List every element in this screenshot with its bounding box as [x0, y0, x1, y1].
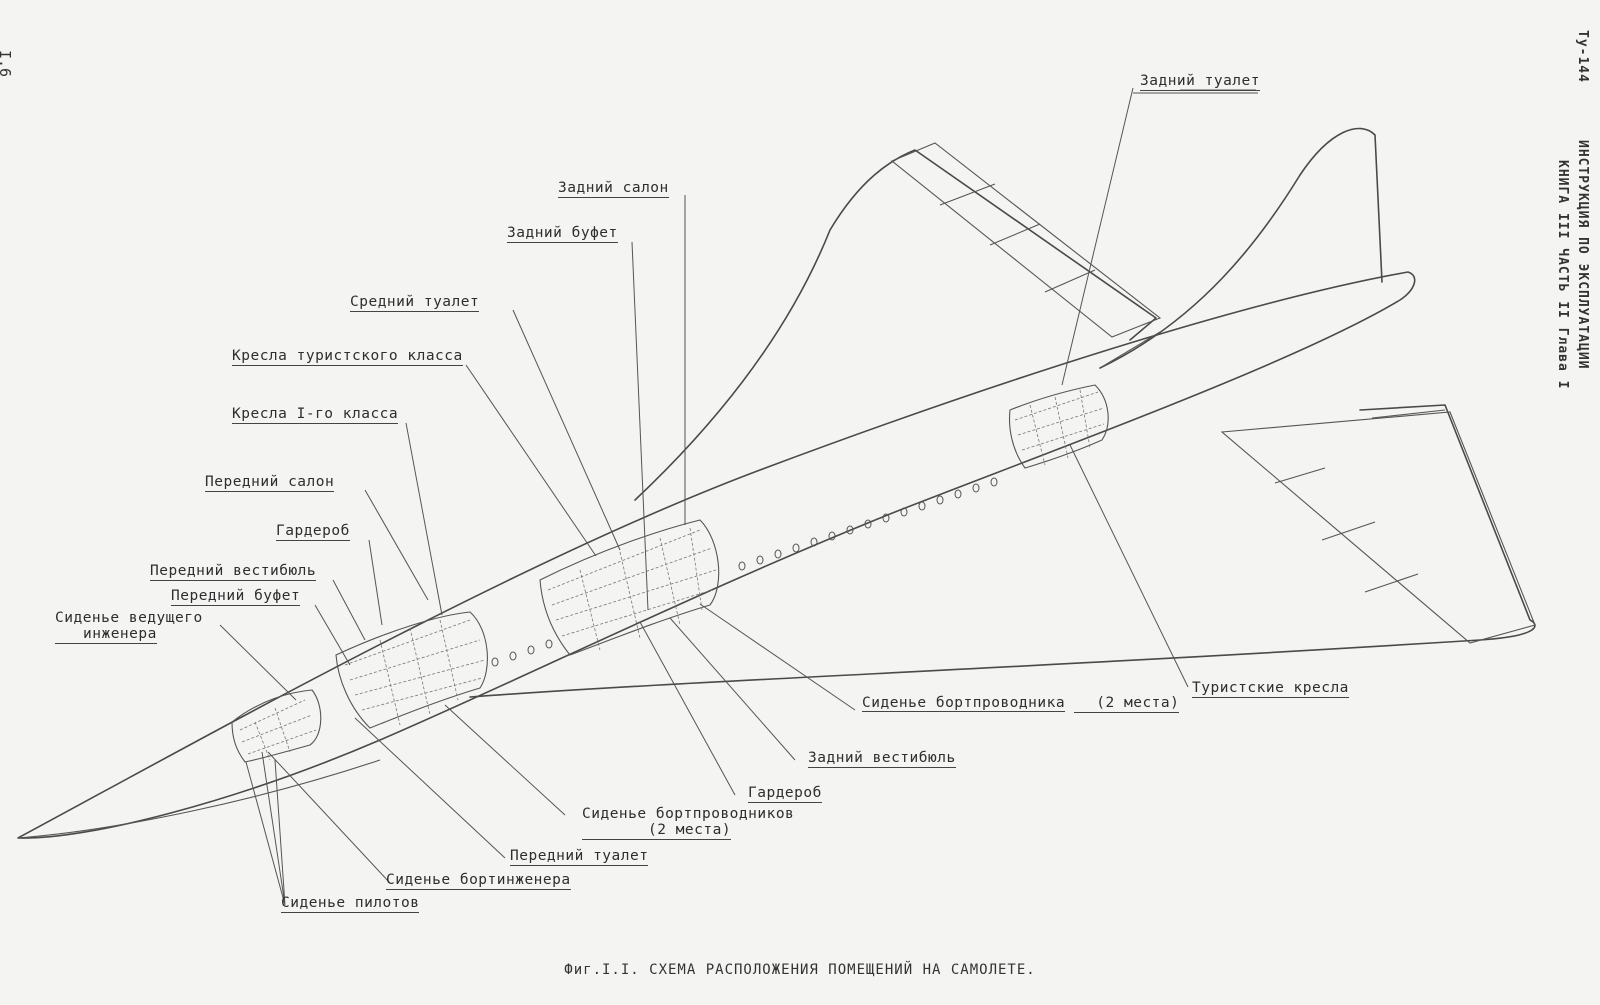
label-middle-toilet: Средний туалет — [350, 294, 480, 312]
label-attendant-seat-rear: Сиденье бортпроводника (2 места) — [862, 695, 1180, 713]
label-tourist-seats: Туристские кресла — [1192, 680, 1349, 698]
tail-fin — [1099, 127, 1383, 369]
page-number: I.6 — [0, 50, 14, 78]
label-wardrobe-front: Гардероб — [276, 523, 350, 541]
label-lead-engineer-seat-line1: Сиденье ведущего — [55, 610, 203, 626]
label-pilot-seats: Сиденье пилотов — [281, 895, 420, 913]
middle-cabin-section — [539, 519, 720, 656]
fuselage-lower-line — [17, 759, 381, 839]
label-rear-vestibule: Задний вестибюль — [808, 750, 956, 768]
label-attendant-seats-front-line2: (2 места) — [582, 822, 732, 840]
label-front-buffet: Передний буфет — [171, 588, 301, 606]
tail-fin-root — [1099, 331, 1161, 369]
lower-wing — [469, 404, 1536, 698]
label-attendant-seat-rear-line2: (2 места) — [1074, 695, 1180, 713]
label-front-cabin: Передний салон — [205, 474, 335, 492]
label-front-vestibule: Передний вестибюль — [150, 563, 317, 581]
label-rear-cabin: Задний салон — [558, 180, 669, 198]
label-lead-engineer-seat: Сиденье ведущего инженера — [55, 610, 203, 644]
label-tourist-class-seats: Кресла туристского класса — [232, 348, 463, 366]
cockpit-section — [231, 689, 322, 763]
label-attendant-seats-front: Сиденье бортпроводников (2 места) — [582, 806, 794, 840]
front-cabin-section — [335, 611, 488, 729]
header-line1: ИНСТРУКЦИЯ ПО ЭКСПЛУАТАЦИИ — [1575, 140, 1590, 370]
upper-elevon — [890, 142, 1162, 338]
figure-caption: Фиг.I.I. СХЕМА РАСПОЛОЖЕНИЯ ПОМЕЩЕНИЙ НА… — [564, 962, 1036, 978]
window-row — [491, 477, 998, 667]
label-rear-buffet: Задний буфет — [507, 225, 618, 243]
upper-wing — [634, 149, 1157, 501]
label-attendant-seats-front-line1: Сиденье бортпроводников — [582, 806, 795, 822]
header-line2: КНИГА III ЧАСТЬ II Глава I — [1555, 160, 1570, 390]
label-lead-engineer-seat-line2: инженера — [55, 626, 157, 644]
label-rear-toilet: Задний туалет — [1140, 73, 1260, 91]
label-flight-engineer-seat: Сиденье бортинженера — [386, 872, 571, 890]
fuselage-outline — [17, 271, 1416, 839]
label-wardrobe-rear: Гардероб — [748, 785, 822, 803]
lower-elevon — [1220, 411, 1536, 644]
rear-cabin-section — [1008, 384, 1109, 469]
label-attendant-seat-rear-line1: Сиденье бортпроводника — [862, 695, 1066, 712]
header-mark: Ту-144 — [1575, 30, 1590, 83]
leader-lines — [219, 87, 1258, 906]
label-front-toilet: Передний туалет — [510, 848, 649, 866]
label-first-class-seats: Кресла I-го класса — [232, 406, 399, 424]
